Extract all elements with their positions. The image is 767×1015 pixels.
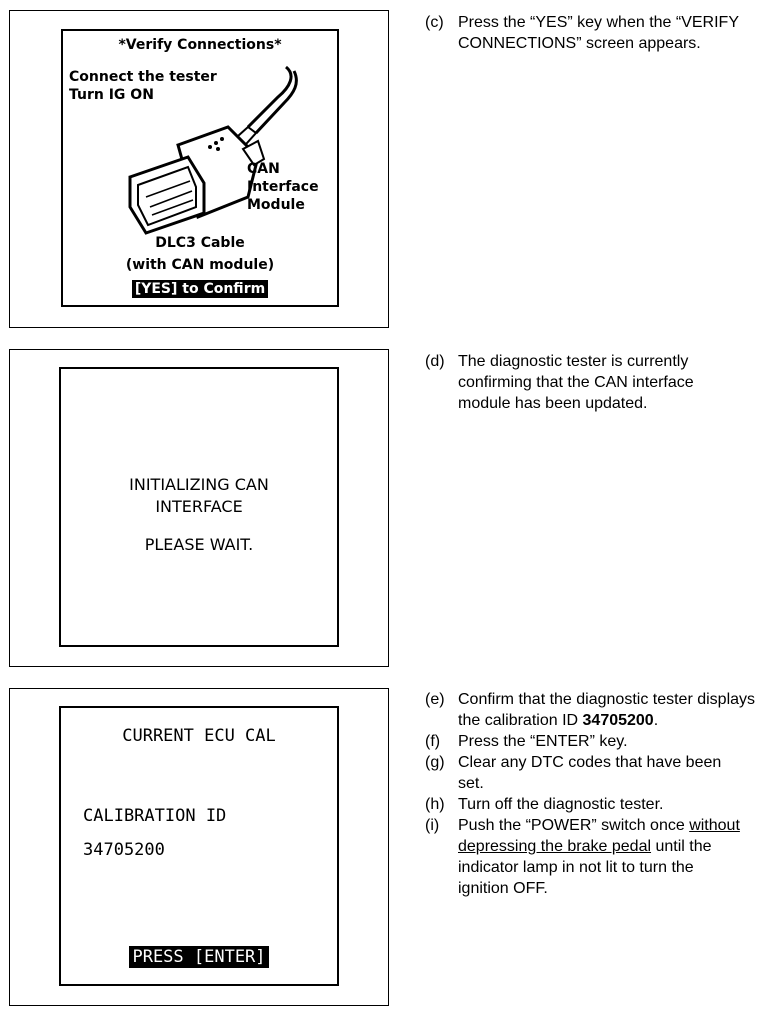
step-i-underlined: without depressing the brake pedal <box>458 817 740 855</box>
module-label-line-2: Interface <box>247 179 319 195</box>
dlc3-cable-connector-icon <box>128 65 298 235</box>
init-line-1: INITIALIZING CAN <box>129 475 269 494</box>
ecu-cal-heading: CURRENT ECU CAL <box>122 726 276 746</box>
verify-connections-panel: *Verify Connections* Connect the tester … <box>9 10 389 328</box>
step-c: (c) Press the “YES” key when the “VERIFY… <box>425 12 765 54</box>
step-e-text: Confirm that the diagnostic tester displ… <box>458 691 756 729</box>
please-wait-text: PLEASE WAIT. <box>144 535 254 554</box>
step-f-label: (f) <box>425 733 441 750</box>
current-ecu-cal-panel: CURRENT ECU CAL CALIBRATION ID 34705200 … <box>9 688 389 1006</box>
screen-title: *Verify Connections* <box>118 37 282 53</box>
step-c-label: (c) <box>425 14 444 31</box>
step-e: (e) Confirm that the diagnostic tester d… <box>425 689 765 731</box>
instruction-line-2: Turn IG ON <box>69 87 154 103</box>
step-f-text: Press the “ENTER” key. <box>458 733 628 750</box>
step-g-label: (g) <box>425 754 445 771</box>
step-h-text: Turn off the diagnostic tester. <box>458 796 664 813</box>
step-i: (i) Push the “POWER” switch once without… <box>425 815 765 899</box>
init-line-2: INTERFACE <box>155 497 243 516</box>
steps-group-e-i: (e) Confirm that the diagnostic tester d… <box>425 689 765 899</box>
step-h: (h) Turn off the diagnostic tester. <box>425 794 765 815</box>
initializing-can-screen: INITIALIZING CAN INTERFACE PLEASE WAIT. <box>59 367 339 647</box>
current-ecu-cal-screen: CURRENT ECU CAL CALIBRATION ID 34705200 … <box>59 706 339 986</box>
step-d-label: (d) <box>425 353 445 370</box>
step-d-text: The diagnostic tester is currently confi… <box>458 353 694 412</box>
step-i-label: (i) <box>425 817 440 834</box>
step-e-calibration-id: 34705200 <box>582 712 654 729</box>
steps-group-d: (d) The diagnostic tester is currently c… <box>425 351 765 414</box>
step-h-label: (h) <box>425 796 445 813</box>
verify-connections-screen: *Verify Connections* Connect the tester … <box>61 29 339 307</box>
step-d: (d) The diagnostic tester is currently c… <box>425 351 765 414</box>
step-e-label: (e) <box>425 691 445 708</box>
step-f: (f) Press the “ENTER” key. <box>425 731 765 752</box>
calibration-id-label: CALIBRATION ID <box>83 806 227 826</box>
step-i-text: Push the “POWER” switch once <box>458 817 690 834</box>
calibration-id-value: 34705200 <box>83 840 165 860</box>
steps-group-c: (c) Press the “YES” key when the “VERIFY… <box>425 12 765 54</box>
step-g: (g) Clear any DTC codes that have been s… <box>425 752 765 794</box>
yes-confirm-button[interactable]: [YES] to Confirm <box>131 280 269 298</box>
press-enter-button[interactable]: PRESS [ENTER] <box>129 946 269 968</box>
initializing-can-panel: INITIALIZING CAN INTERFACE PLEASE WAIT. <box>9 349 389 667</box>
step-i-text-end: until the indicator lamp in not lit to t… <box>458 838 712 897</box>
instruction-line-1: Connect the tester <box>69 69 217 85</box>
step-g-text: Clear any DTC codes that have been set. <box>458 754 722 792</box>
cable-label-line-2: (with CAN module) <box>125 257 275 273</box>
cable-label-line-1: DLC3 Cable <box>155 235 245 251</box>
module-label-line-3: Module <box>247 197 305 213</box>
module-label-line-1: CAN <box>247 161 280 177</box>
step-e-text-end: . <box>653 712 659 729</box>
step-c-text: Press the “YES” key when the “VERIFY CON… <box>458 14 739 52</box>
